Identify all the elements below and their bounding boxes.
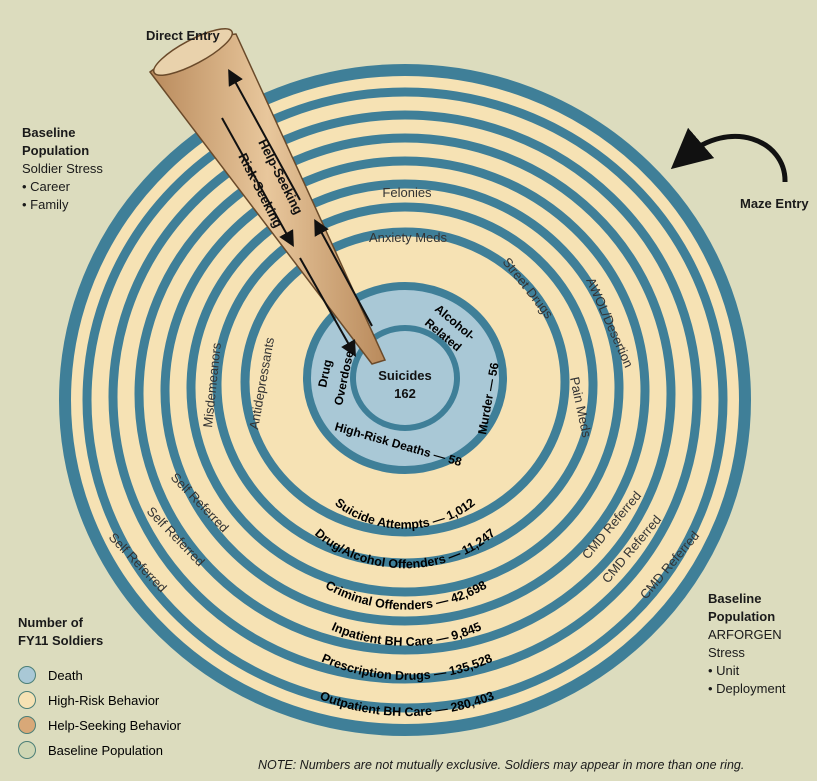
- baseline-left-block: Baseline Population Soldier Stress • Car…: [22, 124, 103, 214]
- baseline-right-line-2: Stress: [708, 645, 745, 660]
- suicides-label: Suicides: [378, 368, 431, 383]
- legend-item: Death: [18, 666, 83, 684]
- ring-wall-4: [186, 179, 624, 597]
- baseline-left-item-2: • Family: [22, 197, 69, 212]
- legend-swatch: [18, 741, 36, 759]
- risk-seeking-arrow-2: [299, 257, 356, 357]
- funnel-mouth: [152, 28, 234, 76]
- maze-entry-arrow: [670, 127, 788, 183]
- baseline-right-item-1: • Unit: [708, 663, 740, 678]
- ring-wall-6: [240, 227, 570, 537]
- help-seeking-arrow: [228, 68, 301, 201]
- baseline-left-title-2: Population: [22, 143, 90, 158]
- drug-overdose-label-1: Drug: [315, 358, 335, 388]
- baseline-right-block: Baseline Population ARFORGEN Stress • Un…: [708, 590, 786, 698]
- direct-entry-label: Direct Entry: [146, 28, 220, 43]
- legend-title: Number of FY11 Soldiers: [18, 614, 103, 650]
- help-seeking-arrow-2: [314, 218, 373, 327]
- legend-item: Baseline Population: [18, 741, 163, 759]
- risk-seeking-arrow: [221, 117, 294, 247]
- maze-entry-label: Maze Entry: [740, 196, 809, 211]
- baseline-right-item-2: • Deployment: [708, 681, 786, 696]
- legend-title-1: Number of: [18, 615, 83, 630]
- legend-swatch: [18, 666, 36, 684]
- felonies-label: Felonies: [382, 185, 432, 200]
- footnote: NOTE: Numbers are not mutually exclusive…: [258, 758, 745, 772]
- legend-item: Help-Seeking Behavior: [18, 716, 181, 734]
- legend-label: Help-Seeking Behavior: [48, 717, 181, 733]
- anxiety-meds-label: Anxiety Meds: [369, 230, 448, 245]
- legend-swatch: [18, 691, 36, 709]
- baseline-right-line-1: ARFORGEN: [708, 627, 782, 642]
- ring-wall-0: [82, 87, 728, 713]
- ring-wall-5: [212, 202, 598, 568]
- legend-title-2: FY11 Soldiers: [18, 633, 104, 648]
- ring-wall-1: [108, 110, 702, 684]
- baseline-left-line: Soldier Stress: [22, 161, 103, 176]
- ring-walls: [82, 87, 728, 713]
- legend-item: High-Risk Behavior: [18, 691, 159, 709]
- ring-wall-2: [134, 133, 676, 655]
- legend-swatch: [18, 716, 36, 734]
- legend-label: Death: [48, 667, 83, 683]
- legend-label: Baseline Population: [48, 742, 163, 758]
- baseline-left-title-1: Baseline: [22, 125, 76, 140]
- suicides-value: 162: [394, 386, 416, 401]
- ring-wall-3: [160, 156, 650, 626]
- baseline-right-title-1: Baseline: [708, 591, 762, 606]
- legend-label: High-Risk Behavior: [48, 692, 160, 708]
- baseline-left-item-1: • Career: [22, 179, 70, 194]
- baseline-right-title-2: Population: [708, 609, 776, 624]
